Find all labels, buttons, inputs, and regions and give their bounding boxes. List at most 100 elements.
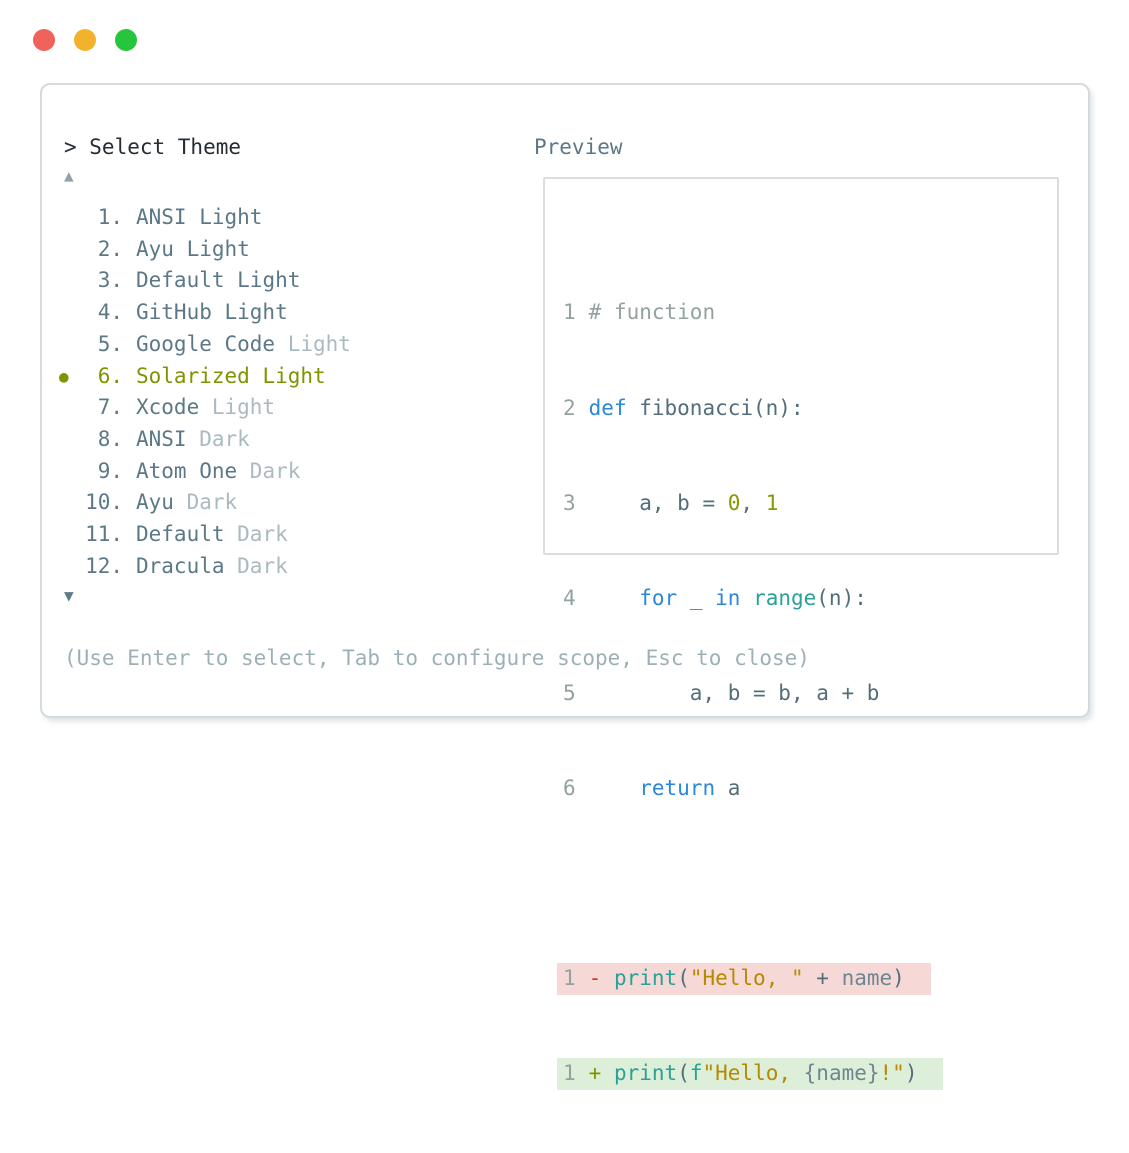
item-variant: Light (211, 300, 288, 325)
code-token: print (613, 966, 678, 991)
minimize-button[interactable] (74, 29, 96, 51)
selection-bullet-slot (59, 329, 85, 361)
item-variant: Dark (224, 553, 288, 578)
code-line: 5 a, b = b, a + b (563, 678, 943, 710)
code-token (601, 1061, 614, 1085)
item-variant: Dark (173, 490, 238, 515)
line-number: 3 (563, 490, 576, 515)
selection-bullet-slot (59, 202, 85, 234)
item-name: ANSI (136, 205, 187, 229)
item-number: 5. (97, 331, 123, 356)
code-line: 3 a, b = 0, 1 (563, 488, 943, 520)
theme-list-item-default-light[interactable]: 3.Default Light (59, 265, 351, 297)
item-variant: Light (249, 363, 326, 388)
theme-list-item-dracula-dark[interactable]: 12. Dracula Dark (59, 551, 351, 583)
diff-removed-line: 1- print("Hello, " + name) (557, 963, 931, 995)
item-number: 8. (97, 426, 123, 451)
theme-list-item-github-light[interactable]: 4. GitHub Light (59, 297, 351, 329)
item-variant: Dark (186, 426, 250, 451)
code-token: return (639, 775, 716, 800)
code-token: , (740, 490, 766, 515)
code-token: print (613, 1061, 678, 1086)
theme-list-item-default-dark[interactable]: 11.Default Dark (59, 519, 351, 551)
line-number: 1 (563, 300, 576, 325)
code-token (601, 966, 614, 990)
line-number: 1 (563, 1061, 576, 1086)
item-name: Ayu (136, 236, 174, 261)
code-line: 1# function (563, 297, 943, 329)
item-name: Default (136, 522, 225, 547)
theme-list-item-ansi-dark[interactable]: 8. ANSI Dark (59, 424, 351, 456)
theme-list-item-google-code-light[interactable]: 5.Google Code Light (59, 329, 351, 361)
preview-heading: Preview (534, 135, 623, 159)
code-token (740, 586, 753, 610)
item-variant: Light (199, 395, 276, 420)
code-token: a (715, 775, 741, 800)
code-token: (n): (816, 585, 867, 610)
maximize-button[interactable] (115, 29, 137, 51)
line-number: 4 (563, 585, 576, 610)
line-number: 1 (563, 966, 576, 991)
item-variant: Light (186, 205, 263, 229)
code-token: 0 (727, 490, 741, 515)
code-token: "Hello, (702, 1061, 804, 1086)
theme-selector-dialog: > Select Theme Preview ▲ 1. ANSI Light 2.… (40, 83, 1090, 1090)
item-number: 11. (85, 522, 123, 547)
item-number: 10. (85, 490, 123, 515)
line-number: 2 (563, 395, 576, 420)
code-token: in (715, 585, 741, 610)
selection-bullet-slot (59, 456, 85, 488)
close-button[interactable] (33, 29, 55, 51)
code-line: 6 return a (563, 773, 943, 805)
code-token: for (639, 585, 678, 610)
theme-list-item-solarized-light[interactable]: ● 6. Solarized Light (59, 361, 351, 393)
item-name: Xcode (136, 395, 200, 420)
theme-list-item-xcode-light[interactable]: 7. Xcode Light (59, 392, 351, 424)
theme-list-item-atom-one-dark[interactable]: 9.Atom One Dark (59, 456, 351, 488)
code-token (589, 586, 640, 610)
code-token: range (753, 585, 817, 610)
diff-added-line: 1+ print(f"Hello, {name}!") (557, 1058, 944, 1090)
item-name: Solarized (136, 363, 250, 388)
theme-list-item-ayu-dark[interactable]: 10. Ayu Dark (59, 487, 351, 519)
item-number: 7. (97, 395, 123, 420)
line-number: 5 (563, 680, 576, 705)
theme-list-item-ansi-light[interactable]: 1. ANSI Light (59, 202, 351, 234)
code-line: 4 for _ in range(n): (563, 583, 943, 615)
item-name: Atom One (136, 458, 238, 483)
item-name: GitHub (136, 300, 212, 325)
code-token: !" (879, 1061, 905, 1086)
item-number: 1. (97, 205, 123, 229)
code-token: ( (677, 1061, 690, 1086)
code-token: 1 (765, 490, 779, 515)
item-number: 12. (85, 553, 123, 578)
item-name: Ayu (136, 490, 174, 515)
code-token: fibonacci(n): (626, 395, 804, 420)
item-name: Default (136, 268, 225, 293)
selection-bullet-slot (59, 297, 85, 329)
scroll-up-icon[interactable]: ▲ (64, 166, 74, 185)
item-number: 2. (97, 236, 123, 261)
code-token: _ (677, 585, 716, 610)
select-theme-prompt: > Select Theme (64, 135, 242, 159)
code-token: ( (677, 966, 690, 991)
item-number: 9. (97, 458, 123, 483)
scroll-down-icon[interactable]: ▼ (64, 586, 74, 605)
code-token: ) (892, 966, 905, 991)
diff-minus-sign: - (588, 966, 602, 991)
item-name: ANSI (136, 426, 187, 451)
selection-bullet-slot (59, 551, 85, 583)
code-token: {name} (803, 1061, 880, 1086)
line-number: 6 (563, 775, 576, 800)
code-token: a, b = (588, 490, 728, 515)
window-controls (33, 29, 137, 51)
code-token: "Hello, " (689, 966, 804, 991)
selection-bullet-slot (59, 234, 85, 266)
item-name: Dracula (136, 553, 225, 578)
theme-list-item-ayu-light[interactable]: 2.Ayu Light (59, 234, 351, 266)
item-number: 4. (97, 300, 123, 325)
item-number: 6. (97, 363, 123, 388)
selected-item-bullet-icon: ● (59, 366, 69, 386)
